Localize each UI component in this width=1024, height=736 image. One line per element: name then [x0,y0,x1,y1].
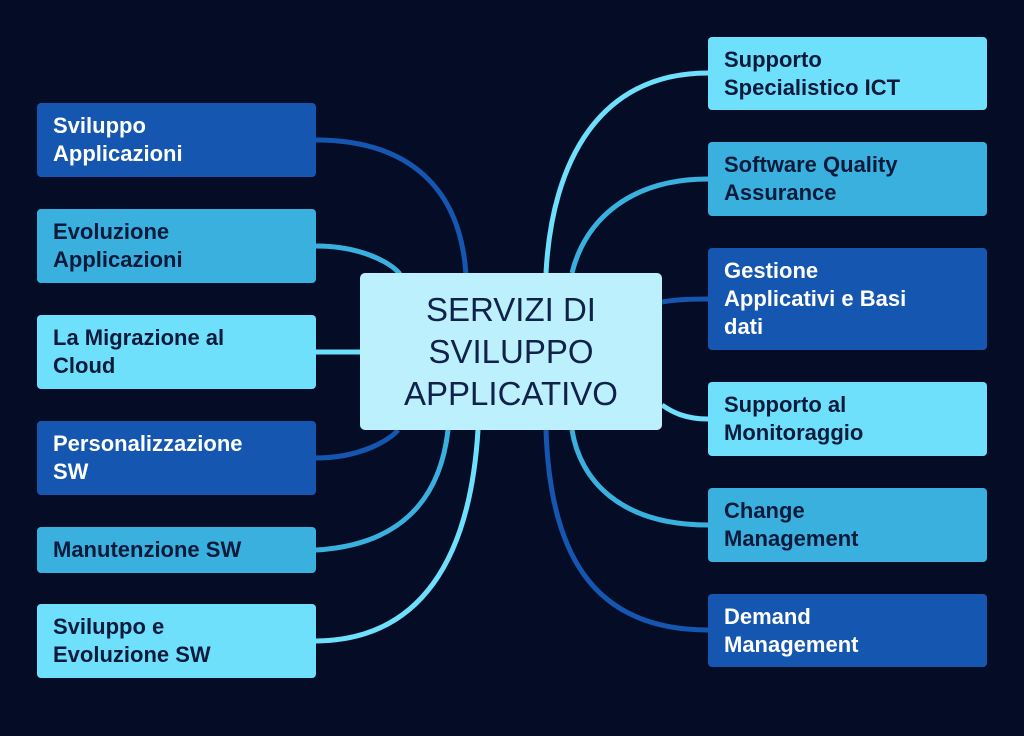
node-change-management: Change Management [708,488,987,562]
connector-supporto-monitoraggio [660,402,709,422]
node-sviluppo-evoluzione-sw: Sviluppo e Evoluzione SW [37,604,316,678]
connector-demand-management [543,429,709,633]
node-gestione-applicativi: Gestione Applicativi e Basi dati [708,248,987,350]
node-software-quality-assurance: Software Quality Assurance [708,142,987,216]
node-supporto-monitoraggio: Supporto al Monitoraggio [708,382,987,456]
connector-evoluzione-applicazioni [315,243,402,276]
connector-software-quality [569,176,709,274]
node-sviluppo-applicazioni: Sviluppo Applicazioni [37,103,316,177]
node-demand-management: Demand Management [708,594,987,667]
node-supporto-specialistico-ict: Supporto Specialistico ICT [708,37,987,110]
connector-manutenzione-sw [315,429,451,553]
connector-personalizzazione-sw [315,428,400,461]
connector-change-management [569,429,709,528]
node-evoluzione-applicazioni: Evoluzione Applicazioni [37,209,316,283]
node-personalizzazione-sw: Personalizzazione SW [37,421,316,495]
connector-sviluppo-evoluzione-sw [315,429,481,644]
connector-gestione-applicativi [661,296,709,305]
connector-sviluppo-applicazioni [315,137,469,276]
connector-supporto-specialistico [543,70,709,274]
node-migrazione-cloud: La Migrazione al Cloud [37,315,316,389]
central-topic: SERVIZI DI SVILUPPO APPLICATIVO [360,273,662,430]
node-manutenzione-sw: Manutenzione SW [37,527,316,573]
